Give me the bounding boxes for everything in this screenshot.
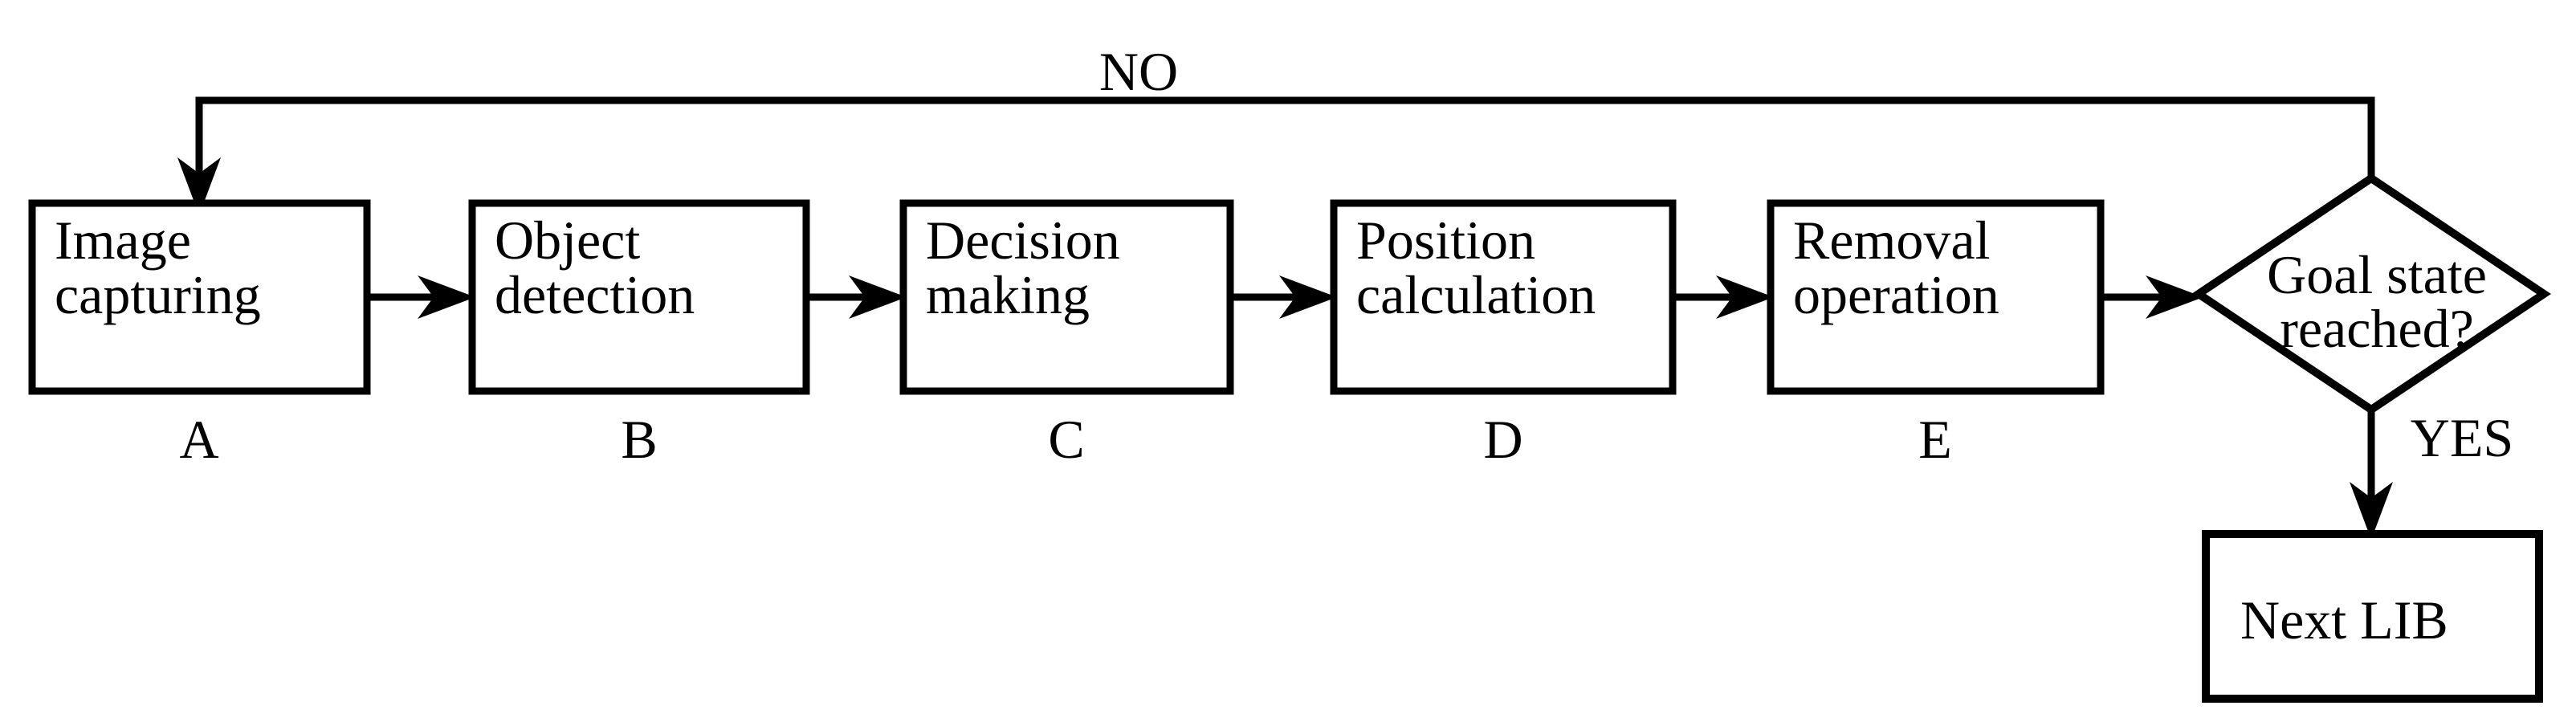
no-feedback-arrowhead-icon <box>177 157 221 215</box>
box-d-label-line1: Position <box>1356 210 1535 271</box>
next-lib-label: Next LIB <box>2240 589 2448 651</box>
box-e-letter: E <box>1918 409 1952 470</box>
no-label: NO <box>1099 41 1178 102</box>
box-e-label-line2: operation <box>1793 264 1999 325</box>
yes-label: YES <box>2411 407 2513 468</box>
process-box-decision-making <box>899 199 1234 395</box>
arrowhead-e-to-decision-icon <box>2146 275 2203 319</box>
box-b-label-line2: detection <box>495 264 695 325</box>
arrowhead-a-to-b-icon <box>418 275 475 319</box>
arrowhead-yes-icon <box>2350 482 2393 540</box>
box-c-letter: C <box>1048 409 1084 470</box>
box-b-letter: B <box>621 409 657 470</box>
box-d-letter: D <box>1483 409 1522 470</box>
arrowhead-b-to-c-icon <box>849 275 907 319</box>
box-e-label-line1: Removal <box>1793 210 1991 271</box>
box-a-label-line1: Image <box>55 210 191 271</box>
box-b-label-line1: Object <box>495 210 640 271</box>
arrowhead-c-to-d-icon <box>1279 275 1337 319</box>
arrowhead-d-to-e-icon <box>1716 275 1774 319</box>
box-c-label-line2: making <box>926 264 1090 325</box>
box-a-label-line2: capturing <box>55 264 261 325</box>
decision-label-line1: Goal state <box>2267 244 2487 305</box>
no-feedback-line <box>195 96 2375 205</box>
decision-label-line2: reached? <box>2280 298 2474 359</box>
box-d-label-line2: calculation <box>1356 264 1596 325</box>
box-a-letter: A <box>179 409 218 470</box>
box-c-label-line1: Decision <box>926 210 1120 271</box>
result-box-next-lib <box>2202 530 2543 703</box>
